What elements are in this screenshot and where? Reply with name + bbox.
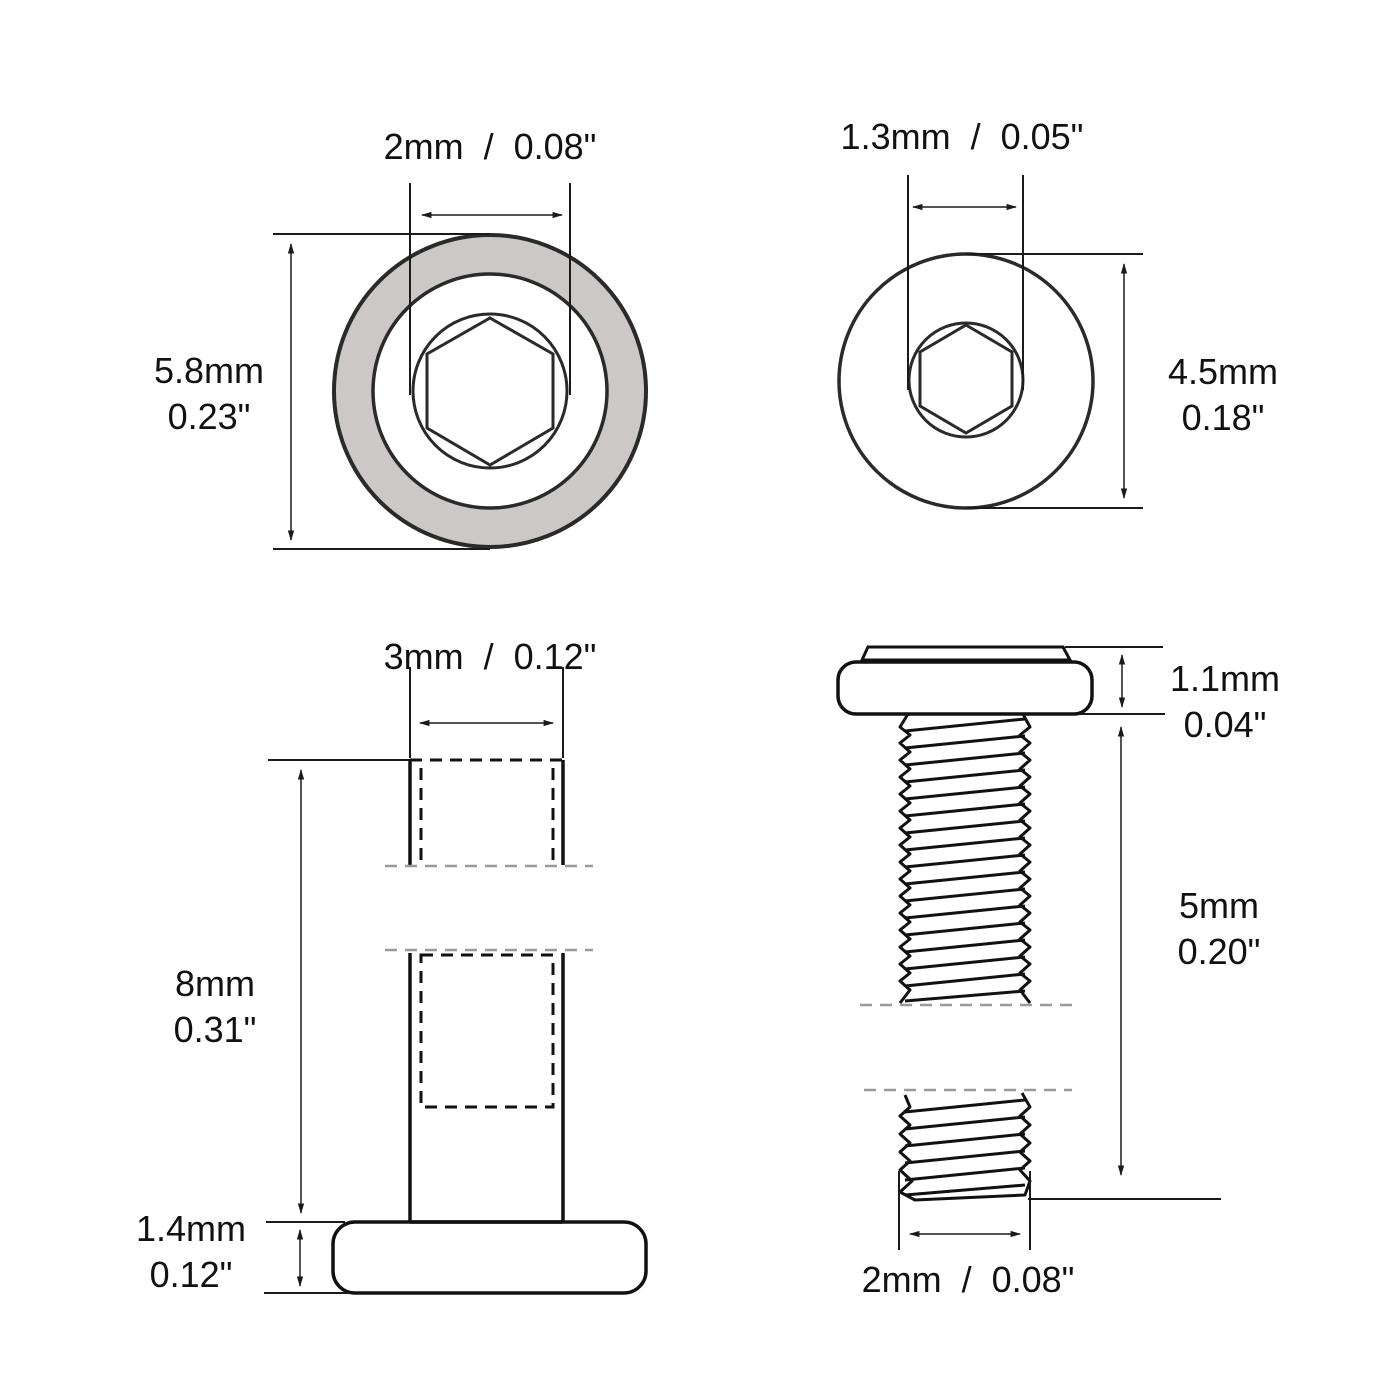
dimension-inch: 0.20" xyxy=(1177,931,1261,972)
socket-width-label-small: 1.3mm / 0.05" xyxy=(840,116,1084,157)
thread-diameter-label: 2mm / 0.08" xyxy=(861,1259,1075,1300)
dimension-inch: 0.23" xyxy=(167,396,251,437)
dimension-inch: 0.18" xyxy=(1181,397,1265,438)
dimension-mm: 4.5mm xyxy=(1167,351,1279,392)
head-top-view-large xyxy=(273,183,648,550)
thread-length-label: 5mm 0.20" xyxy=(1178,883,1261,975)
shank-diameter-label: 3mm / 0.12" xyxy=(383,636,597,677)
hex-socket-icon xyxy=(918,323,1014,435)
shank-length-label: 8mm 0.31" xyxy=(174,961,257,1053)
dimension-mm: 1.1mm xyxy=(1169,658,1281,699)
screw-side-view xyxy=(836,645,1221,1250)
screw-head-height-label: 1.1mm 0.04" xyxy=(1170,656,1280,748)
thread-icon xyxy=(898,1092,1032,1202)
socket-width-label-large: 2mm / 0.08" xyxy=(383,126,597,167)
head-top-view-small xyxy=(837,175,1143,510)
nut-head-height-label: 1.4mm 0.12" xyxy=(136,1206,246,1298)
dimension-mm: 5.8mm xyxy=(153,350,265,391)
barrel-nut-side-view xyxy=(264,667,648,1295)
dimension-inch: 0.04" xyxy=(1183,704,1267,745)
head-diameter-label-small: 4.5mm 0.18" xyxy=(1168,349,1278,441)
head-diameter-label-large: 5.8mm 0.23" xyxy=(154,348,264,440)
dimension-inch: 0.12" xyxy=(149,1254,233,1295)
thread-icon xyxy=(898,712,1032,1004)
dimension-mm: 1.4mm xyxy=(135,1208,247,1249)
dimension-mm: 8mm xyxy=(174,963,255,1004)
dimension-mm: 5mm xyxy=(1178,885,1259,926)
hex-socket-icon xyxy=(425,316,555,467)
dimension-inch: 0.31" xyxy=(173,1009,257,1050)
